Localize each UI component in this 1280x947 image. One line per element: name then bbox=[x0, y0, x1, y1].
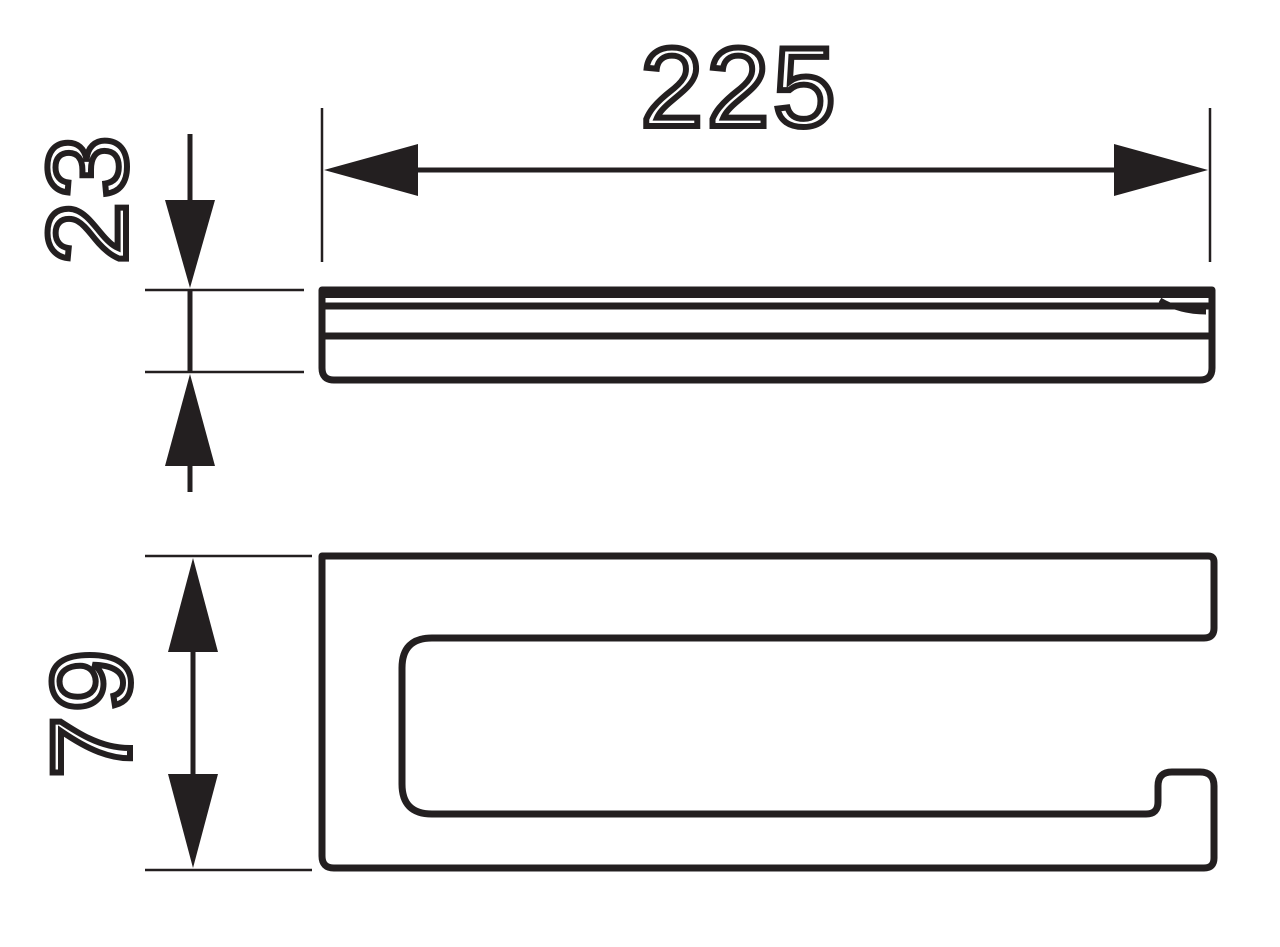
height-dimension: 23 bbox=[22, 129, 304, 492]
height-dimension-label: 23 bbox=[25, 132, 150, 265]
plan-view bbox=[318, 552, 1218, 872]
width-arrow-left bbox=[324, 144, 418, 196]
front-view-top-band bbox=[320, 287, 1214, 298]
width-dimension-label: 225 bbox=[641, 25, 840, 150]
depth-dimension: 79 bbox=[26, 554, 312, 872]
depth-arrow-bottom bbox=[168, 774, 218, 868]
plan-view-outline bbox=[318, 552, 1218, 872]
width-arrow-right bbox=[1114, 144, 1208, 196]
front-view-outline bbox=[318, 286, 1216, 384]
front-view-end-detail bbox=[1158, 297, 1207, 315]
depth-dimension-label: 79 bbox=[29, 646, 154, 779]
height-arrow-bottom bbox=[165, 374, 215, 466]
depth-arrow-top bbox=[168, 558, 218, 652]
height-arrow-top bbox=[165, 200, 215, 288]
front-view bbox=[318, 286, 1216, 384]
width-dimension: 225 bbox=[320, 22, 1212, 262]
